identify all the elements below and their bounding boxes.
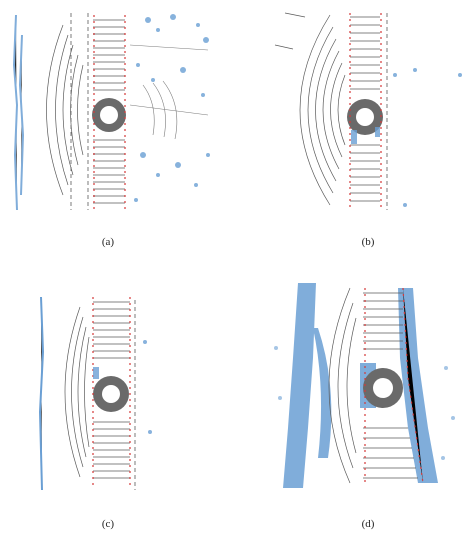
panel-a [8,5,218,215]
lidar-scan-a [8,5,218,215]
panel-c [25,292,175,492]
lidar-scan-b [265,5,470,215]
caption-a: (a) [101,236,115,248]
lidar-scan-c [25,292,175,492]
caption-b: (b) [361,236,375,248]
caption-c: (c) [101,518,115,530]
lidar-scan-d [268,278,468,498]
caption-d: (d) [361,518,375,530]
panel-b [265,5,470,215]
panel-d [268,278,468,498]
